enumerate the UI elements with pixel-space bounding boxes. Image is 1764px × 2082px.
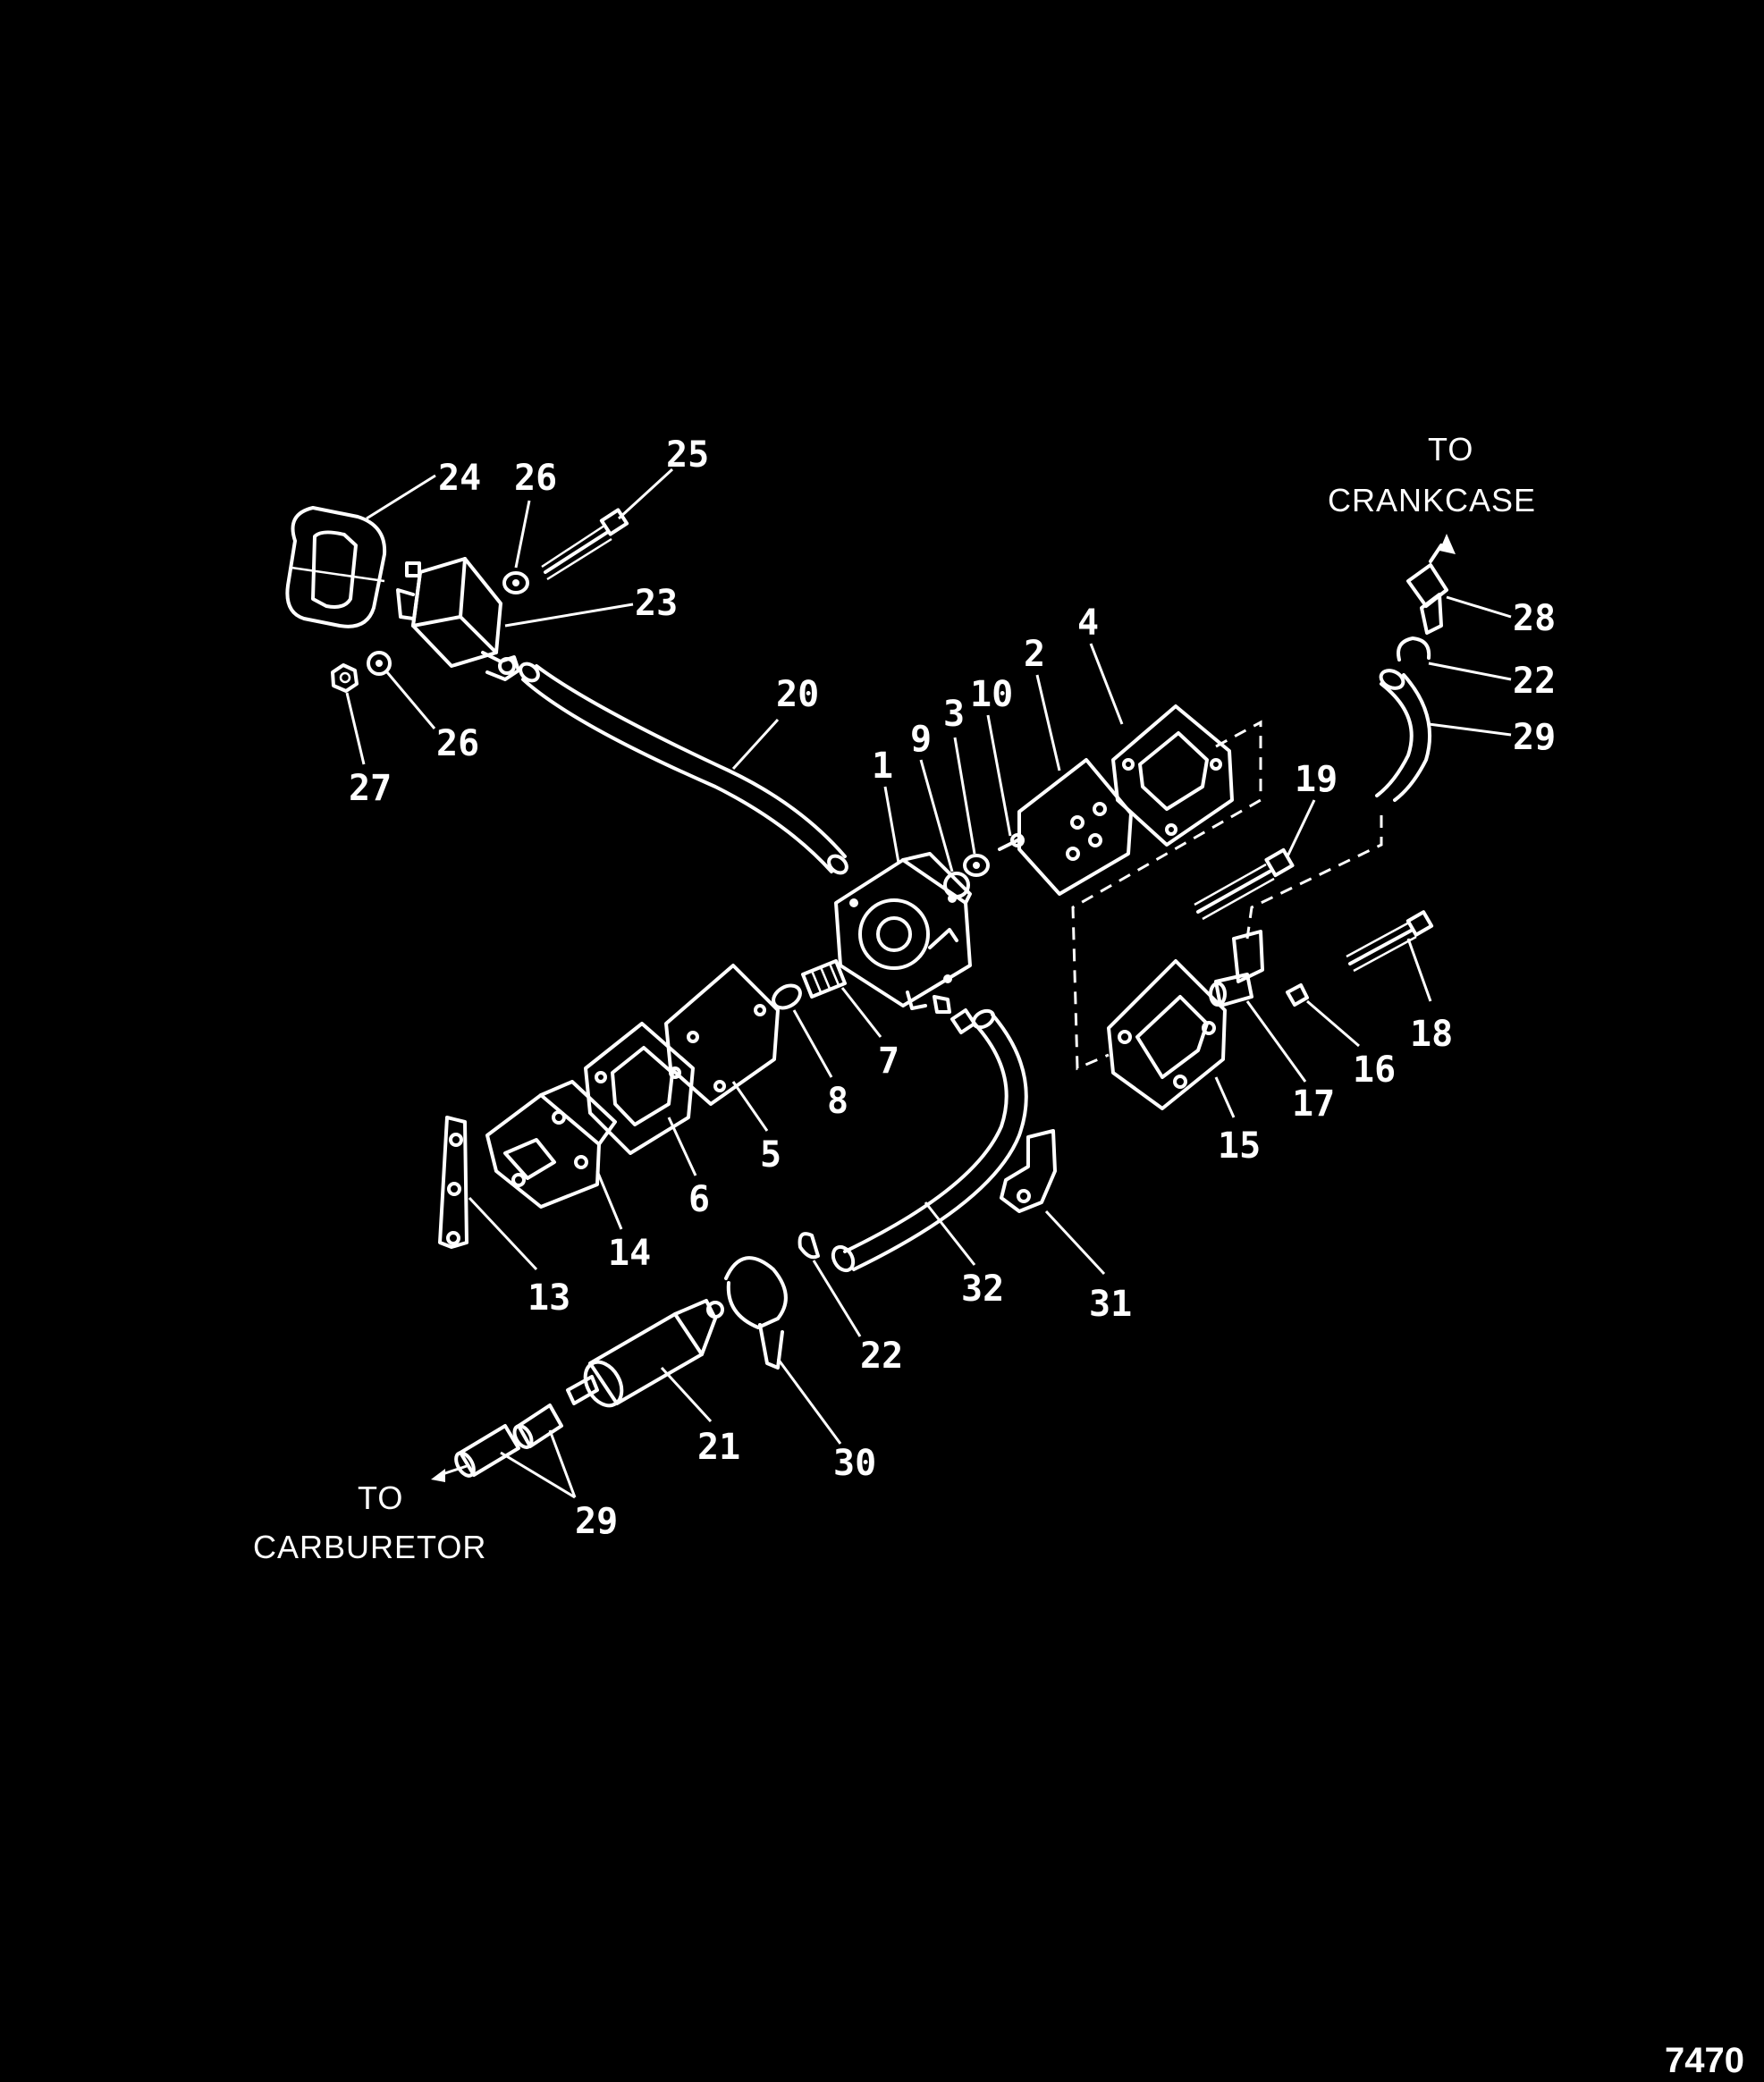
part-13-bracket [438, 1116, 468, 1249]
part-30-filter-clamp [724, 1256, 788, 1370]
callout-26-top: 26 [514, 458, 557, 499]
callout-28: 28 [1513, 598, 1556, 639]
callout-22-bottom: 22 [860, 1336, 903, 1377]
callout-13: 13 [528, 1277, 570, 1319]
callout-5: 5 [760, 1134, 781, 1176]
part-20-hose [519, 662, 848, 875]
destination-labels: TO CRANKCASE TO CARBURETOR [253, 431, 1536, 1565]
part-6-gasket [584, 1022, 695, 1155]
part-21-fuel-filter [566, 1299, 724, 1408]
figure-number: 7470 [1665, 2041, 1744, 2080]
part-18-screw [1346, 910, 1434, 973]
part-15-pump-base [1107, 959, 1227, 1110]
part-31-bracket [1000, 1129, 1057, 1213]
part-1-pump-body [834, 852, 972, 1014]
part-22-clamp-bottom [798, 1232, 820, 1260]
callout-22-top: 22 [1513, 661, 1556, 702]
part-14-pump-cover [485, 1080, 617, 1209]
callout-30: 30 [833, 1443, 876, 1484]
callout-32: 32 [961, 1269, 1004, 1310]
callout-10: 10 [970, 674, 1013, 715]
label-to-crankcase-1: TO [1428, 431, 1473, 468]
callout-29-top: 29 [1513, 717, 1556, 758]
callout-4: 4 [1077, 603, 1099, 644]
label-to-carburetor-1: TO [358, 1479, 403, 1516]
callout-25: 25 [666, 434, 709, 476]
callout-20: 20 [776, 674, 819, 715]
callout-18: 18 [1410, 1014, 1453, 1055]
callout-7: 7 [878, 1041, 899, 1082]
part-9-check-valve [943, 872, 970, 898]
callout-6: 6 [688, 1179, 710, 1220]
callout-1: 1 [872, 746, 893, 787]
callout-29-bottom: 29 [575, 1501, 618, 1542]
part-19-screw [1194, 847, 1295, 921]
part-hose-clamp-upper [950, 1008, 976, 1034]
callout-31: 31 [1089, 1284, 1132, 1325]
alignment-dashed-lines [1071, 720, 1383, 1071]
callout-23: 23 [635, 583, 678, 624]
part-28-fitting [1406, 534, 1456, 635]
part-27-nut [331, 663, 359, 693]
callout-16: 16 [1353, 1049, 1396, 1091]
callout-19: 19 [1295, 759, 1338, 800]
part-16-plug [1286, 983, 1309, 1007]
callout-9: 9 [910, 719, 932, 760]
part-5-diaphragm [664, 964, 780, 1106]
part-32-hose [831, 1008, 1028, 1273]
callout-24: 24 [438, 458, 481, 499]
part-25-screw [541, 508, 629, 581]
leader-lines [345, 468, 1512, 1499]
callout-17: 17 [1292, 1083, 1335, 1125]
label-to-crankcase-2: CRANKCASE [1328, 482, 1536, 518]
callout-numbers: 24 26 25 23 26 27 20 1 9 3 10 2 4 28 22 … [349, 434, 1556, 1542]
part-8-o-ring [772, 983, 802, 1010]
callout-15: 15 [1218, 1125, 1261, 1167]
label-to-carburetor-2: CARBURETOR [253, 1529, 486, 1565]
part-7-spring [801, 959, 847, 999]
callout-21: 21 [697, 1427, 740, 1468]
part-24-grommet [285, 506, 387, 628]
part-29-hose-bottom [454, 1403, 563, 1478]
part-23-solenoid [396, 557, 520, 681]
callout-2: 2 [1024, 634, 1045, 675]
part-22-clamp-top [1397, 636, 1431, 662]
part-26-washer-top [502, 571, 529, 594]
part-4-gasket [1111, 704, 1234, 847]
callout-8: 8 [827, 1081, 848, 1122]
part-17-elbow [1209, 930, 1264, 1007]
callout-14: 14 [608, 1233, 651, 1274]
part-3-washer [963, 854, 990, 877]
part-2-diaphragm [1017, 758, 1133, 896]
part-26-washer-bottom [367, 651, 392, 676]
callout-27: 27 [349, 768, 392, 809]
part-29-hose-top [1375, 669, 1432, 802]
callout-26-bottom: 26 [436, 723, 479, 764]
callout-3: 3 [943, 694, 965, 735]
